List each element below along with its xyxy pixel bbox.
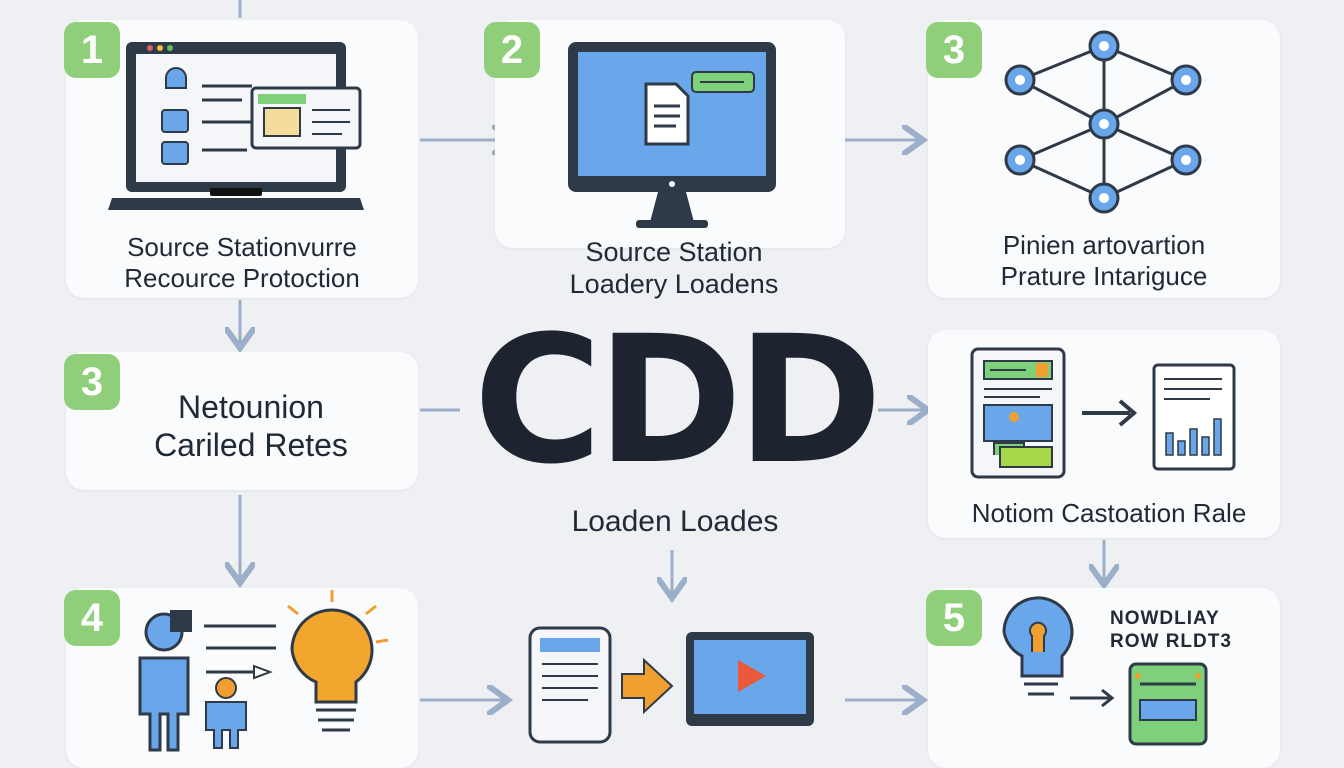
step-1-line2: Recource Protoction xyxy=(124,263,360,294)
network-graph-icon xyxy=(1004,30,1202,214)
step-badge-2: 2 xyxy=(484,22,540,78)
dashboard-report-icon xyxy=(970,347,1236,479)
center-caption: Loaden Loades xyxy=(571,505,779,538)
step-2-line2: Loadery Loadens xyxy=(569,269,779,300)
step-5-caption: Notiom Castoation Rale xyxy=(971,498,1247,528)
step-card-7 xyxy=(928,588,1280,768)
bulb-server-icon xyxy=(1002,596,1208,746)
step-1-label: Source Stationvurre Recource Protoction xyxy=(66,232,418,294)
people-lightbulb-icon xyxy=(138,590,389,752)
page-title: CDD xyxy=(473,298,882,503)
step-card-4 xyxy=(66,352,418,490)
laptop-icon xyxy=(108,42,364,210)
step-5b-label: NOWDLIAY ROW RLDT3 xyxy=(1110,608,1250,654)
step-3-label: Pinien artovartion Prature Intariguce xyxy=(928,230,1280,292)
step-3-line1: Pinien artovartion xyxy=(1002,230,1206,260)
step-5b-line2: ROW RLDT3 xyxy=(1110,630,1232,652)
step-5b-line1: NOWDLIAY xyxy=(1110,608,1220,629)
step-3-line2: Prature Intariguce xyxy=(1000,261,1208,292)
step-2-label: Source Station Loadery Loadens xyxy=(495,236,853,301)
step-3b-line2: Cariled Retes xyxy=(154,427,348,464)
step-2-line1: Source Station xyxy=(585,237,763,267)
step-3b-line1: Netounion xyxy=(178,389,324,425)
step-3b-label: Netounion Cariled Retes xyxy=(96,388,406,465)
step-badge-3b: 3 xyxy=(64,354,120,410)
step-badge-1: 1 xyxy=(64,22,120,78)
step-1-line1: Source Stationvurre xyxy=(127,232,357,262)
step-badge-3: 3 xyxy=(926,22,982,78)
tablet-video-icon xyxy=(528,626,814,744)
monitor-document-icon xyxy=(568,42,776,228)
step-badge-4: 4 xyxy=(64,590,120,646)
step-badge-5: 5 xyxy=(926,590,982,646)
connector-arrows xyxy=(0,0,1344,750)
